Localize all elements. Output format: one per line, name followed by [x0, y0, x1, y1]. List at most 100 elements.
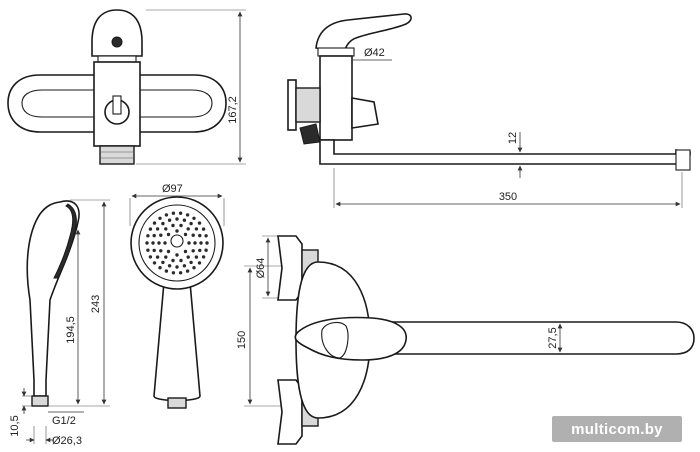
- nozzle-hole: [167, 218, 172, 222]
- watermark: multicom.by: [552, 416, 682, 442]
- nozzle-hole: [146, 234, 150, 238]
- nozzle-hole: [159, 249, 163, 253]
- nozzle-hole: [192, 216, 196, 220]
- nozzle-hole: [204, 234, 208, 238]
- nozzle-hole: [178, 271, 183, 275]
- nozzle-hole: [189, 260, 193, 265]
- flange-diameter-label: Ø64: [255, 258, 267, 279]
- front-lever: [91, 9, 143, 57]
- nozzle-hole: [157, 241, 161, 245]
- nozzle-hole: [191, 233, 195, 237]
- nozzle-hole: [164, 269, 169, 273]
- nozzle-hole: [205, 241, 209, 245]
- shower-thread-side: [31, 395, 49, 407]
- side-body: [319, 55, 353, 141]
- nozzle-hole: [175, 253, 179, 257]
- thread-height-label: 10,5: [9, 415, 21, 436]
- nozzle-hole: [182, 264, 187, 268]
- nozzle-hole: [197, 221, 202, 225]
- top-view: Ø64 150 27,5: [236, 235, 695, 445]
- nozzle-hole: [201, 255, 206, 259]
- front-diverter-lever: [112, 95, 122, 115]
- front-lever-base: [97, 55, 137, 63]
- shower-body-length-label: 194,5: [65, 316, 77, 344]
- nozzle-hole: [171, 258, 175, 263]
- nozzle-hole: [158, 266, 162, 270]
- nozzle-hole: [155, 255, 160, 259]
- wall-spacing-label: 150: [236, 331, 248, 349]
- nozzle-hole: [194, 255, 199, 259]
- side-spout: [319, 139, 691, 165]
- spout-length-label: 350: [499, 191, 517, 203]
- top-lever-hub: [321, 321, 349, 359]
- shower-side-view: 243 194,5 10,5 G1/2 Ø26,3: [9, 199, 110, 447]
- nozzle-hole: [175, 265, 179, 269]
- front-lever-cap: [111, 36, 123, 48]
- nozzle-hole: [155, 227, 160, 231]
- spout-thickness-label: 27,5: [547, 327, 559, 348]
- front-left-arm-inner: [21, 89, 101, 118]
- nozzle-hole: [166, 232, 171, 237]
- nozzle-hole: [164, 227, 168, 231]
- front-right-arm-inner: [133, 89, 213, 118]
- front-outlet-nut: [99, 145, 135, 165]
- nozzle-hole: [199, 241, 203, 245]
- height-total-label: 167,2: [227, 96, 239, 124]
- nozzle-hole: [146, 248, 150, 252]
- nozzle-hole: [189, 221, 193, 226]
- head-diameter-label: Ø97: [162, 183, 183, 195]
- nozzle-hole: [191, 249, 195, 253]
- nozzle-hole: [183, 232, 188, 237]
- thread-label: G1/2: [52, 415, 76, 427]
- shower-nozzles: [145, 211, 209, 275]
- shower-handle-front: [153, 281, 201, 402]
- nozzle-hole: [159, 233, 163, 237]
- shower-thread-front: [167, 397, 187, 409]
- side-lever: [315, 13, 412, 53]
- nozzle-hole: [148, 227, 153, 231]
- nozzle-hole: [164, 213, 169, 217]
- nozzle-hole: [151, 241, 155, 245]
- nozzle-hole: [164, 255, 168, 259]
- nozzle-hole: [171, 211, 176, 215]
- nozzle-hole: [186, 227, 190, 231]
- nozzle-hole: [192, 266, 196, 270]
- top-flange-upper: [277, 235, 303, 301]
- nozzle-hole: [197, 261, 202, 265]
- side-outlet: [299, 123, 321, 145]
- nozzle-hole: [152, 233, 156, 238]
- nozzle-hole: [186, 255, 190, 259]
- shower-face-side: [53, 203, 77, 279]
- side-nut: [295, 87, 321, 123]
- nozzle-hole: [179, 223, 183, 228]
- watermark-text: multicom.by: [571, 421, 663, 438]
- nozzle-hole: [145, 241, 149, 245]
- nozzle-hole: [178, 211, 183, 215]
- side-flange: [287, 79, 297, 131]
- nozzle-hole: [148, 255, 153, 259]
- nozzle-hole: [187, 241, 191, 245]
- nozzle-hole: [201, 227, 206, 231]
- nozzle-hole: [167, 264, 172, 268]
- nozzle-hole: [198, 248, 202, 253]
- side-lever-base: [317, 47, 355, 57]
- nozzle-hole: [152, 221, 157, 225]
- side-diverter: [351, 97, 379, 129]
- nozzle-hole: [158, 216, 162, 220]
- nozzle-hole: [152, 261, 157, 265]
- nozzle-hole: [161, 221, 165, 226]
- nozzle-hole: [171, 223, 175, 228]
- nozzle-hole: [182, 218, 187, 222]
- nozzle-hole: [198, 233, 202, 238]
- body-diameter-label: Ø42: [364, 47, 385, 59]
- front-view: 167,2: [7, 9, 246, 165]
- shower-front-view: Ø97: [129, 183, 225, 409]
- nozzle-hole: [179, 258, 183, 263]
- nozzle-hole: [204, 248, 208, 252]
- nozzle-hole: [175, 217, 179, 221]
- nozzle-hole: [163, 241, 167, 245]
- side-view: Ø42 12 350: [287, 13, 691, 208]
- nozzle-hole: [166, 249, 171, 254]
- shower-head-center: [170, 234, 184, 248]
